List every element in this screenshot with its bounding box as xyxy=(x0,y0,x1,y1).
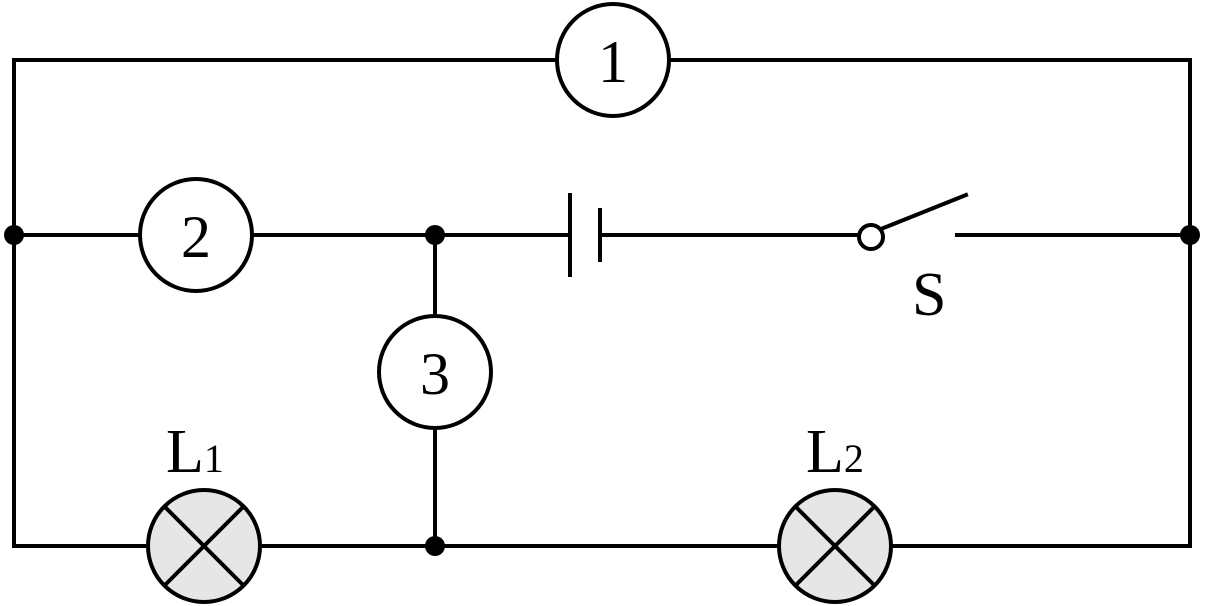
lamp-l2: L2 xyxy=(777,418,893,604)
switch: S xyxy=(857,192,969,329)
lamp-l1-subscript: 1 xyxy=(204,436,224,481)
meter-1: 1 xyxy=(555,2,671,118)
junctions xyxy=(4,225,1200,556)
switch-pivot xyxy=(857,223,885,251)
wires xyxy=(12,58,1192,548)
lamp-l1-label: L1 xyxy=(166,418,224,486)
lamp-l2-cross-b xyxy=(793,504,877,588)
lamp-l1-cross-b xyxy=(162,504,246,588)
junction-middle-top xyxy=(425,225,445,245)
lamp-l1: L1 xyxy=(146,418,262,604)
meter-2: 2 xyxy=(138,177,254,293)
meter-3-circle xyxy=(377,314,493,430)
meter-2-circle xyxy=(138,177,254,293)
lamp-l2-label: L2 xyxy=(806,418,864,486)
meter-1-circle xyxy=(555,2,671,118)
lamp-l1-letter: L xyxy=(166,418,204,486)
switch-blade xyxy=(878,192,969,232)
lamp-l2-subscript: 2 xyxy=(844,436,864,481)
junction-left xyxy=(4,225,24,245)
meter-2-label: 2 xyxy=(181,204,211,270)
meter-1-label: 1 xyxy=(598,29,628,95)
junction-right xyxy=(1180,225,1200,245)
battery xyxy=(568,193,602,277)
meter-3-label: 3 xyxy=(420,341,450,407)
lamp-l2-letter: L xyxy=(806,418,844,486)
junction-middle-bottom xyxy=(425,536,445,556)
switch-label: S xyxy=(912,261,946,329)
meter-3: 3 xyxy=(377,314,493,430)
